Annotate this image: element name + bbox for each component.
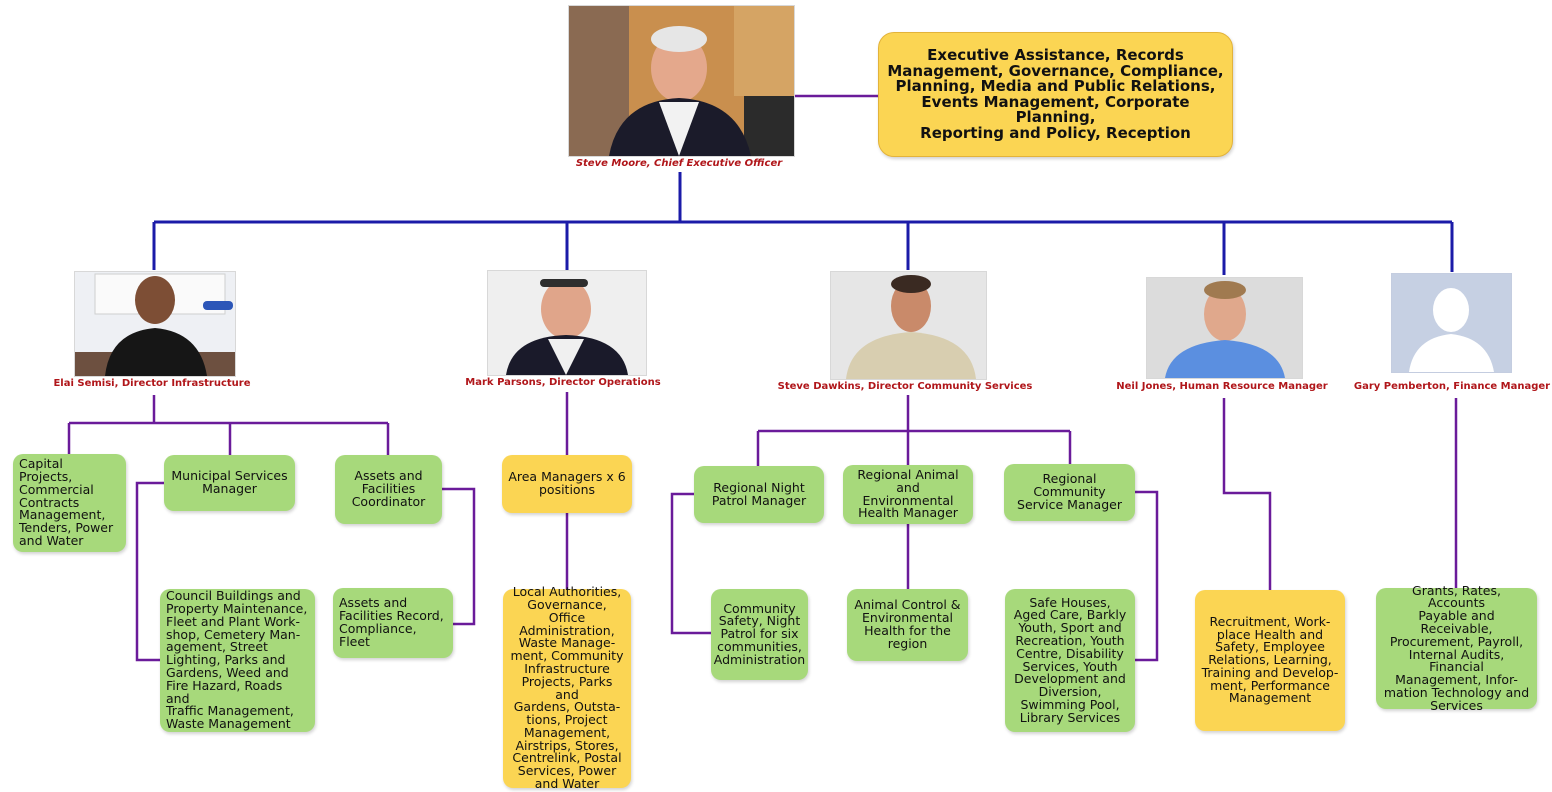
ceo-photo: [568, 5, 795, 157]
assets-coordinator-box: Assets and Facilities Coordinator: [335, 455, 442, 524]
assets-record-box: Assets and Facilities Record, Compliance…: [333, 588, 453, 658]
finance-manager-caption: Gary Pemberton, Finance Manager: [1353, 381, 1551, 392]
person-photo-icon: [831, 272, 986, 379]
person-photo-icon: [75, 272, 235, 376]
director-community-photo: [830, 271, 987, 380]
person-photo-icon: [569, 6, 794, 156]
director-operations-caption: Mark Parsons, Director Operations: [465, 377, 661, 388]
director-infrastructure-caption: Elai Semisi, Director Infrastructure: [53, 378, 251, 389]
local-authorities-box: Local Authorities, Governance, Office Ad…: [503, 585, 631, 790]
executive-office-box: Executive Assistance, Records Management…: [878, 32, 1233, 157]
placeholder-avatar-icon: [1392, 274, 1511, 372]
night-patrol-manager-box: Regional Night Patrol Manager: [694, 466, 824, 523]
hr-manager-photo: [1146, 277, 1303, 379]
community-safety-box: Community Safety, Night Patrol for six c…: [711, 589, 808, 680]
director-infrastructure-photo: [74, 271, 236, 377]
municipal-services-box: Municipal Services Manager: [164, 455, 295, 511]
director-operations-photo: [487, 270, 647, 376]
capital-projects-box: Capital Projects, Commercial Contracts M…: [13, 454, 126, 552]
finance-manager-photo: [1391, 273, 1512, 373]
hr-manager-caption: Neil Jones, Human Resource Manager: [1116, 381, 1328, 392]
ceo-caption: Steve Moore, Chief Executive Officer: [575, 158, 783, 169]
grants-box: Grants, Rates, Accounts Payable and Rece…: [1376, 584, 1537, 712]
area-managers-box: Area Managers x 6 positions: [502, 455, 632, 513]
ceo-connectors: [152, 172, 1454, 275]
department-connectors: [67, 94, 1458, 662]
animal-control-box: Animal Control & Environmental Health fo…: [847, 589, 968, 661]
community-service-manager-box: Regional Community Service Manager: [1004, 464, 1135, 521]
animal-health-manager-box: Regional Animal and Environmental Health…: [843, 465, 973, 524]
director-community-caption: Steve Dawkins, Director Community Servic…: [777, 381, 1033, 392]
person-photo-icon: [1147, 278, 1302, 378]
person-photo-icon: [488, 271, 646, 375]
recruitment-box: Recruitment, Work- place Health and Safe…: [1195, 590, 1345, 731]
council-buildings-box: Council Buildings and Property Maintenan…: [160, 589, 315, 732]
safe-houses-box: Safe Houses, Aged Care, Barkly Youth, Sp…: [1005, 589, 1135, 732]
